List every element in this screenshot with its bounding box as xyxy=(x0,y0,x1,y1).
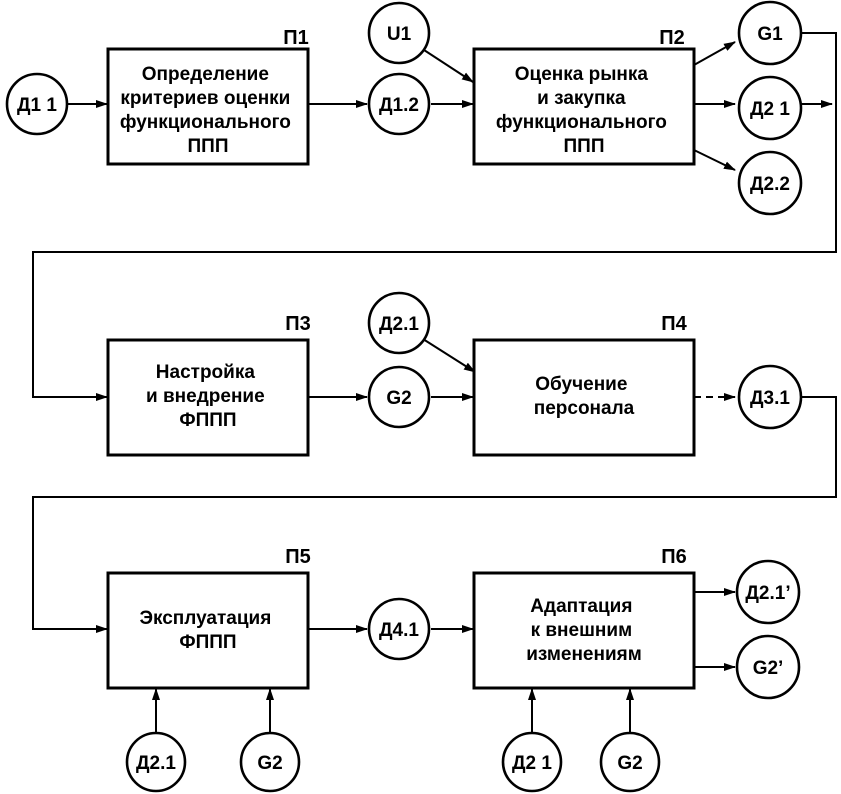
process-id-p2: П2 xyxy=(659,27,685,49)
process-label-p1: Определение критериев оценки функциональ… xyxy=(120,64,296,157)
connectors-row-3 xyxy=(152,588,736,734)
node-u1: U1 xyxy=(367,1,431,65)
process-id-p1: П1 xyxy=(283,27,309,49)
node-d31: Д3.1 xyxy=(737,364,803,430)
node-g2-into-p5: G2 xyxy=(239,731,301,793)
svg-text:Д2 1: Д2 1 xyxy=(750,99,790,120)
process-label-p4: Обучение персонала xyxy=(534,374,635,419)
process-label-p2: Оценка рынка и закупка функционального П… xyxy=(496,64,672,157)
svg-text:Д2.1’: Д2.1’ xyxy=(745,583,790,604)
svg-text:U1: U1 xyxy=(387,24,412,45)
process-box-p5: П5 Эксплуатация ФППП xyxy=(106,546,311,690)
svg-text:Д4.1: Д4.1 xyxy=(379,620,419,641)
node-d21-into-p6: Д2 1 xyxy=(501,731,563,793)
process-label-p6: Адаптация к внешним изменениям xyxy=(526,596,642,665)
process-id-p4: П4 xyxy=(661,313,687,335)
svg-text:Д2.1: Д2.1 xyxy=(379,314,419,335)
svg-text:G2’: G2’ xyxy=(753,658,784,679)
svg-text:Д3.1: Д3.1 xyxy=(750,388,790,409)
process-label-p3: Настройка и внедрение ФППП xyxy=(146,362,270,431)
process-box-p1: П1 Определение критериев оценки функцион… xyxy=(106,27,310,166)
process-box-p3: П3 Настройка и внедрение ФППП xyxy=(106,313,311,457)
svg-text:Д2 1: Д2 1 xyxy=(512,753,552,774)
process-label-p5: Эксплуатация ФППП xyxy=(139,608,276,653)
process-box-p4: П4 Обучение персонала xyxy=(472,313,696,457)
node-d12: Д1.2 xyxy=(367,72,431,136)
svg-text:G2: G2 xyxy=(257,753,282,774)
process-id-p6: П6 xyxy=(661,546,687,568)
node-d21-prime: Д2.1’ xyxy=(735,559,801,625)
node-g1: G1 xyxy=(737,0,803,66)
svg-text:G2: G2 xyxy=(617,753,642,774)
node-d21-into-p4: Д2.1 xyxy=(367,291,431,355)
connectors-row-1 xyxy=(32,32,837,401)
svg-text:Д1 1: Д1 1 xyxy=(17,95,57,116)
svg-text:G2: G2 xyxy=(386,388,411,409)
node-g2-middle: G2 xyxy=(367,365,431,429)
svg-text:Д2.1: Д2.1 xyxy=(136,753,176,774)
node-g2-into-p6: G2 xyxy=(599,731,661,793)
svg-text:G1: G1 xyxy=(757,24,783,45)
node-d11-input: Д1 1 xyxy=(5,72,69,136)
node-g2-prime: G2’ xyxy=(735,634,801,700)
node-d22: Д2.2 xyxy=(737,150,803,216)
process-id-p3: П3 xyxy=(285,313,311,335)
node-d41: Д4.1 xyxy=(367,597,431,661)
process-id-p5: П5 xyxy=(285,546,311,568)
svg-text:Д2.2: Д2.2 xyxy=(750,174,790,195)
node-d21-into-p5: Д2.1 xyxy=(125,731,187,793)
process-box-p6: П6 Адаптация к внешним изменениям xyxy=(472,546,696,690)
connectors-row-2 xyxy=(32,338,837,633)
node-d21-output: Д2 1 xyxy=(737,75,803,141)
svg-text:Д1.2: Д1.2 xyxy=(379,95,419,116)
process-box-p2: П2 Оценка рынка и закупка функциональног… xyxy=(472,27,696,166)
